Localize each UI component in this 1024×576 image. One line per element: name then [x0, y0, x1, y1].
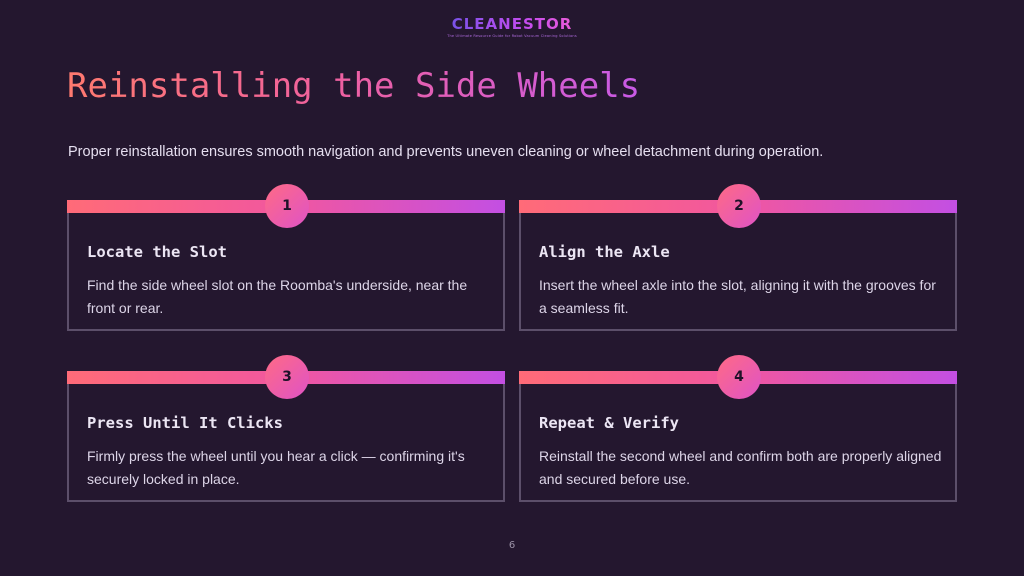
step-description: Insert the wheel axle into the slot, ali…: [539, 277, 936, 316]
brand-logo: CLEANESTOR The Ultimate Resource Guide f…: [0, 14, 1024, 38]
step-title: Press Until It Clicks: [87, 414, 283, 432]
slide-subtitle: Proper reinstallation ensures smooth nav…: [68, 144, 824, 160]
step-title: Repeat & Verify: [539, 414, 679, 432]
step-number-badge: 2: [717, 184, 761, 228]
step-title: Locate the Slot: [87, 243, 227, 261]
step-description: Firmly press the wheel until you hear a …: [87, 448, 465, 487]
step-description: Find the side wheel slot on the Roomba's…: [87, 277, 468, 316]
logo-tagline: The Ultimate Resource Guide for Robot Va…: [447, 34, 577, 38]
step-description: Reinstall the second wheel and confirm b…: [539, 448, 942, 487]
step-number-badge: 1: [265, 184, 309, 228]
step-card-3: 3 Press Until It Clicks Firmly press the…: [67, 355, 505, 502]
step-card-4: 4 Repeat & Verify Reinstall the second w…: [519, 355, 957, 502]
slide-title: Reinstalling the Side Wheels: [67, 66, 641, 106]
step-card-2: 2 Align the Axle Insert the wheel axle i…: [519, 184, 957, 331]
step-number-badge: 3: [265, 355, 309, 399]
step-title: Align the Axle: [539, 243, 670, 261]
page-number: 6: [508, 540, 516, 551]
step-number-badge: 4: [717, 355, 761, 399]
logo-wordmark: CLEANESTOR: [451, 15, 573, 33]
step-card-1: 1 Locate the Slot Find the side wheel sl…: [67, 184, 505, 331]
